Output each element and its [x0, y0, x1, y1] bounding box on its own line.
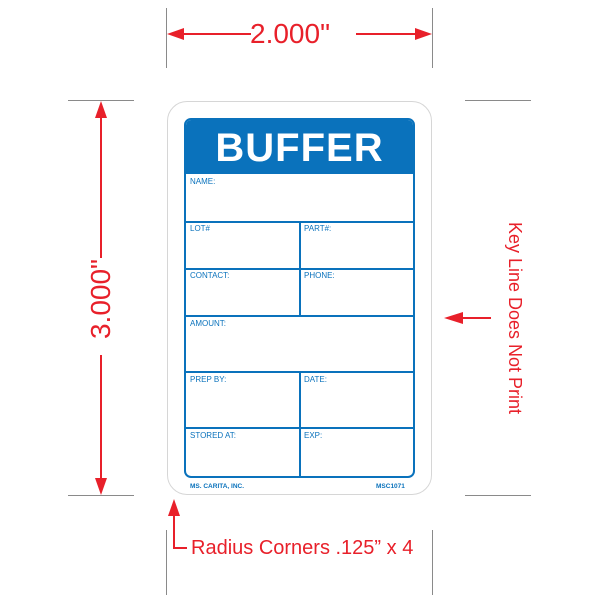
field-contact: CONTACT:: [190, 271, 230, 280]
width-dimension-arrows: [167, 28, 432, 40]
buffer-label-card: BUFFER NAME: LOT# PART#: CONTACT: PHONE:…: [184, 118, 415, 478]
keyline-extension-bottom: [465, 495, 531, 496]
radius-corner-arrow: [168, 499, 187, 549]
column-divider: [299, 221, 301, 317]
field-exp: EXP:: [304, 431, 323, 440]
keyline-note: Key Line Does Not Print: [505, 221, 525, 415]
label-title: BUFFER: [186, 120, 413, 174]
footer-company: MS. CARITA, INC.: [190, 483, 245, 490]
width-extension-left: [166, 8, 167, 68]
radius-corner-note: Radius Corners .125” x 4: [191, 537, 414, 559]
height-extension-bottom: [68, 495, 134, 496]
field-lot: LOT#: [190, 224, 211, 233]
field-date: DATE:: [304, 375, 327, 384]
height-dimension-label: 3.000": [85, 259, 116, 340]
bottom-extension-left: [166, 530, 167, 595]
field-phone: PHONE:: [304, 271, 335, 280]
width-dimension-label: 2.000": [250, 18, 331, 49]
field-name: NAME:: [190, 177, 216, 186]
width-extension-right: [432, 8, 433, 68]
height-extension-top: [68, 100, 134, 101]
field-prep-by: PREP BY:: [190, 375, 227, 384]
field-amount: AMOUNT:: [190, 319, 226, 328]
keyline-arrow: [444, 312, 491, 324]
keyline-extension-top: [465, 100, 531, 101]
column-divider: [299, 371, 301, 476]
bottom-extension-right: [432, 530, 433, 595]
field-part: PART#:: [304, 224, 332, 233]
field-stored-at: STORED AT:: [190, 431, 236, 440]
height-dimension-arrows: [95, 101, 107, 495]
footer-part-number: MSC1071: [376, 483, 405, 490]
